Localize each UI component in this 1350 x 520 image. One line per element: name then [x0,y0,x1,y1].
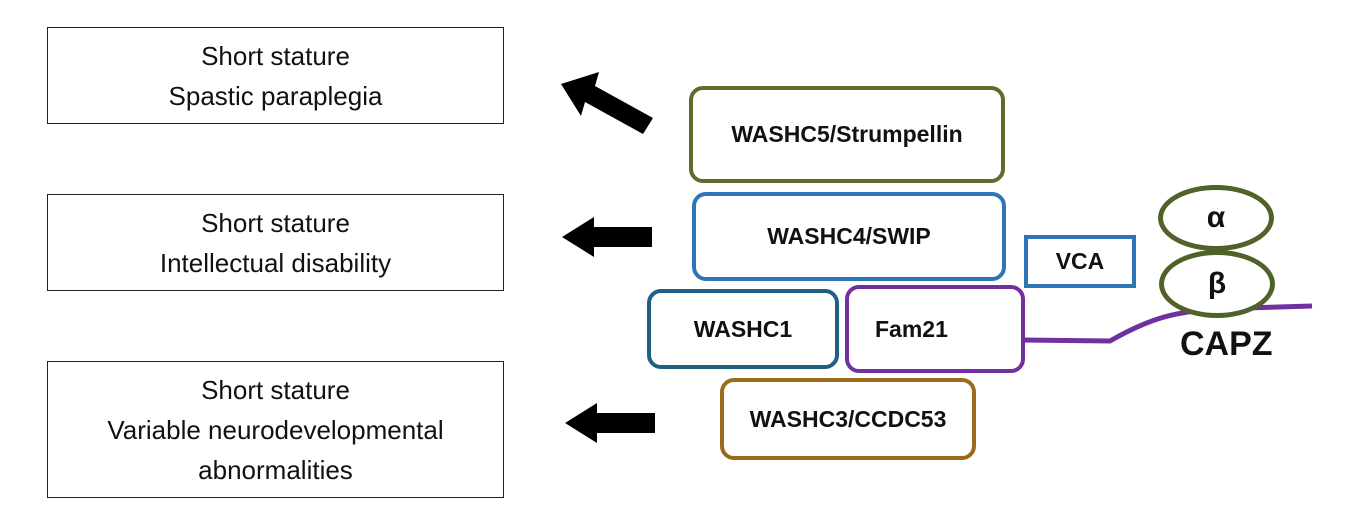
phenotype-box-washc5: Short stature Spastic paraplegia [47,27,504,124]
capz-beta-label: β [1207,267,1227,300]
washc4-swip-box: WASHC4/SWIP [692,192,1006,281]
capz-label: CAPZ [1180,325,1273,363]
washc5-strumpellin-box: WASHC5/Strumpellin [689,86,1005,183]
phenotype-line: Intellectual disability [159,247,392,278]
washc5-label: WASHC5/Strumpellin [731,121,963,147]
fam21-label: Fam21 [875,315,948,342]
washc1-box: WASHC1 [647,289,839,369]
arrow-icon-to-phenotype-3 [565,403,655,443]
phenotype-box-washc4: Short stature Intellectual disability [47,194,504,291]
vca-label: VCA [1055,248,1105,274]
phenotype-line: Short stature [201,207,350,238]
arrow-icon-to-phenotype-2 [562,217,652,257]
phenotype-box-washc3: Short stature Variable neurodevelopmenta… [47,361,504,498]
washc3-label: WASHC3/CCDC53 [749,405,947,432]
washc1-label: WASHC1 [693,315,793,342]
capz-alpha-label: α [1206,201,1226,234]
capz-alpha-subunit: α [1158,185,1274,251]
fam21-box: Fam21 [845,285,1025,373]
phenotype-line: Variable neurodevelopmental [107,414,444,445]
arrow-icon-to-phenotype-1 [561,72,653,134]
capz-beta-subunit: β [1159,250,1275,318]
phenotype-line: abnormalities [198,454,353,485]
washc4-label: WASHC4/SWIP [767,223,931,249]
washc3-ccdc53-box: WASHC3/CCDC53 [720,378,976,460]
phenotype-line: Spastic paraplegia [168,80,383,111]
phenotype-line: Short stature [201,374,350,405]
phenotype-line: Short stature [201,40,350,71]
vca-box: VCA [1024,235,1136,288]
